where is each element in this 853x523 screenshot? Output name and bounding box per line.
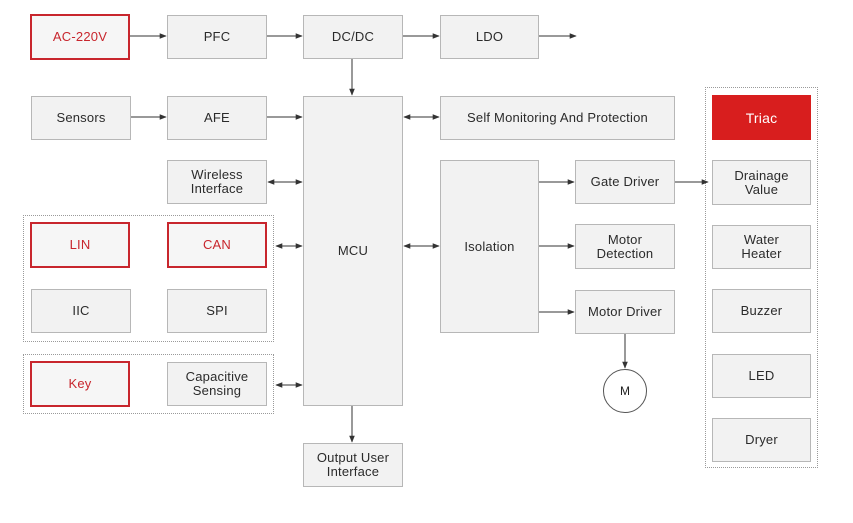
gate-driver-block: Gate Driver bbox=[575, 160, 675, 204]
motor-detection-label: Motor Detection bbox=[596, 231, 654, 261]
motor-driver-label: Motor Driver bbox=[588, 304, 662, 319]
pfc-block: PFC bbox=[167, 15, 267, 59]
isolation-label: Isolation bbox=[464, 238, 515, 254]
key-label: Key bbox=[68, 376, 92, 391]
capacitive-sensing-label: Capacitive Sensing bbox=[185, 369, 249, 398]
led-label: LED bbox=[748, 368, 775, 383]
capacitive-sensing-block: Capacitive Sensing bbox=[167, 362, 267, 406]
drainage-value-label: Drainage Value bbox=[734, 167, 789, 197]
iic-label: IIC bbox=[72, 303, 90, 318]
gate-driver-label: Gate Driver bbox=[590, 174, 660, 189]
mcu-block: MCU bbox=[303, 96, 403, 406]
output-user-interface-block: Output User Interface bbox=[303, 443, 403, 487]
water-heater-label: Water Heater bbox=[741, 232, 782, 261]
ac-220v-label: AC-220V bbox=[52, 29, 108, 44]
wireless-interface-label: Wireless Interface bbox=[190, 167, 244, 196]
triac-block: Triac bbox=[712, 95, 811, 140]
triac-label: Triac bbox=[745, 109, 778, 126]
wireless-interface-block: Wireless Interface bbox=[167, 160, 267, 204]
afe-label: AFE bbox=[204, 110, 230, 125]
dryer-label: Dryer bbox=[745, 432, 778, 447]
sensors-label: Sensors bbox=[56, 110, 106, 125]
key-block: Key bbox=[30, 361, 130, 407]
can-label: CAN bbox=[202, 237, 232, 252]
self-monitoring-label: Self Monitoring And Protection bbox=[467, 110, 648, 125]
dcdc-label: DC/DC bbox=[331, 29, 375, 44]
dcdc-block: DC/DC bbox=[303, 15, 403, 59]
ldo-label: LDO bbox=[475, 29, 504, 44]
spi-label: SPI bbox=[206, 303, 228, 318]
buzzer-block: Buzzer bbox=[712, 289, 811, 333]
motor-symbol: M bbox=[603, 369, 647, 413]
motor-label: M bbox=[620, 384, 630, 398]
lin-block: LIN bbox=[30, 222, 130, 268]
pfc-label: PFC bbox=[203, 29, 231, 44]
output-user-interface-label: Output User Interface bbox=[316, 450, 390, 479]
bus-interface-group bbox=[23, 215, 274, 342]
motor-driver-block: Motor Driver bbox=[575, 290, 675, 334]
self-monitoring-block: Self Monitoring And Protection bbox=[440, 96, 675, 140]
drainage-value-block: Drainage Value bbox=[712, 160, 811, 205]
buzzer-label: Buzzer bbox=[740, 303, 783, 318]
ac-220v-block: AC-220V bbox=[30, 14, 130, 60]
motor-detection-block: Motor Detection bbox=[575, 224, 675, 269]
ldo-block: LDO bbox=[440, 15, 539, 59]
mcu-label: MCU bbox=[337, 243, 369, 258]
can-block: CAN bbox=[167, 222, 267, 268]
dryer-block: Dryer bbox=[712, 418, 811, 462]
key-sensing-group bbox=[23, 354, 274, 414]
lin-label: LIN bbox=[69, 237, 91, 252]
led-block: LED bbox=[712, 354, 811, 398]
loads-group bbox=[705, 87, 818, 468]
sensors-block: Sensors bbox=[31, 96, 131, 140]
isolation-block: Isolation bbox=[440, 160, 539, 333]
spi-block: SPI bbox=[167, 289, 267, 333]
water-heater-block: Water Heater bbox=[712, 225, 811, 269]
afe-block: AFE bbox=[167, 96, 267, 140]
iic-block: IIC bbox=[31, 289, 131, 333]
